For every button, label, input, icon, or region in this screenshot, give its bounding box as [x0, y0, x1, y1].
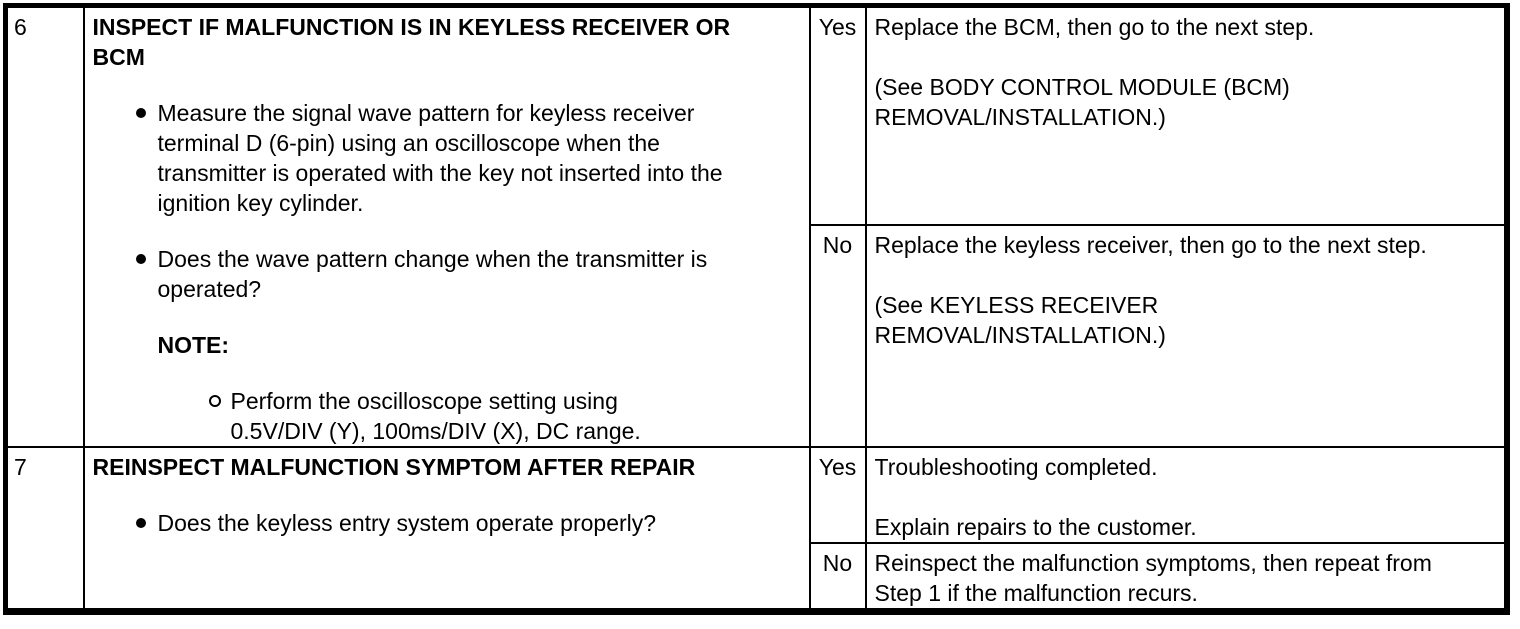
step-description-cell: REINSPECT MALFUNCTION SYMPTOM AFTER REPA… — [82, 446, 811, 613]
no-label-cell: No — [808, 542, 867, 613]
sub-bullet-text: Perform the oscilloscope setting using 0… — [230, 388, 641, 444]
yes-label-cell: Yes — [808, 446, 867, 544]
bullet-text: Does the keyless entry system operate pr… — [157, 510, 657, 536]
step-number-cell: 7 — [4, 446, 85, 613]
yes-action-cell: Replace the BCM, then go to the next ste… — [864, 4, 1508, 226]
no-label: No — [822, 231, 853, 258]
step-number: 7 — [14, 454, 27, 480]
sub-bullet-circle-icon — [208, 395, 221, 407]
bullet-text: Measure the signal wave pattern for keyl… — [157, 100, 723, 216]
bullet-dot-icon — [135, 254, 146, 264]
yes-label: Yes — [818, 454, 857, 480]
step-number-cell: 6 — [4, 4, 85, 448]
no-action-text: Replace the keyless receiver, then go to… — [874, 231, 1427, 348]
no-action-cell: Replace the keyless receiver, then go to… — [864, 223, 1508, 449]
yes-label-cell: Yes — [808, 4, 867, 226]
yes-label: Yes — [818, 14, 857, 40]
manual-page: 6 INSPECT IF MALFUNCTION IS IN KEYLESS R… — [0, 3, 1520, 629]
bullet-item: Does the wave pattern change when the tr… — [135, 244, 801, 304]
step-title: REINSPECT MALFUNCTION SYMPTOM AFTER REPA… — [92, 454, 696, 480]
no-action-text: Reinspect the malfunction symptoms, then… — [874, 550, 1432, 606]
note-label: NOTE: — [157, 332, 230, 358]
step-description-cell: INSPECT IF MALFUNCTION IS IN KEYLESS REC… — [82, 4, 811, 448]
bullet-text: Does the wave pattern change when the tr… — [157, 246, 708, 302]
yes-action-text: Replace the BCM, then go to the next ste… — [874, 14, 1315, 130]
bullet-dot-icon — [135, 108, 146, 118]
no-label-cell: No — [808, 223, 867, 449]
sub-bullet-item: Perform the oscilloscope setting using 0… — [208, 386, 801, 445]
no-label: No — [822, 550, 853, 576]
bullet-dot-icon — [135, 518, 146, 528]
bullet-item: Measure the signal wave pattern for keyl… — [135, 98, 801, 218]
no-action-cell: Reinspect the malfunction symptoms, then… — [864, 542, 1508, 613]
step-title: INSPECT IF MALFUNCTION IS IN KEYLESS REC… — [92, 14, 731, 70]
troubleshooting-table: 6 INSPECT IF MALFUNCTION IS IN KEYLESS R… — [3, 3, 1510, 615]
step-number: 6 — [14, 14, 27, 40]
yes-action-text: Troubleshooting completed. Explain repai… — [874, 454, 1197, 540]
yes-action-cell: Troubleshooting completed. Explain repai… — [864, 446, 1508, 544]
bullet-item: Does the keyless entry system operate pr… — [135, 508, 801, 538]
